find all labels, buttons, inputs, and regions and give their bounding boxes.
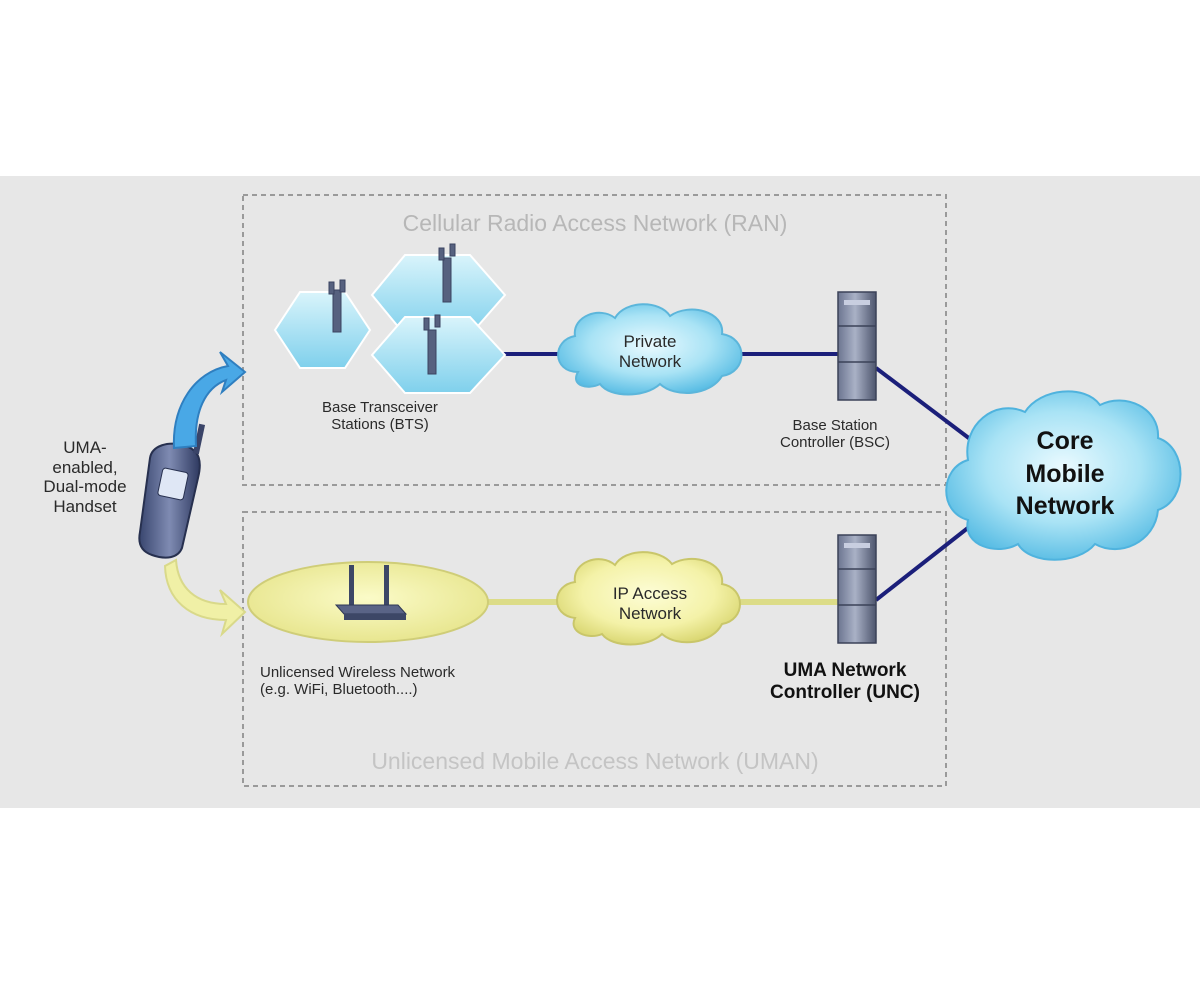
unlicensed-wireless-label: Unlicensed Wireless Network (e.g. WiFi, …	[260, 664, 456, 699]
handset-label: UMA- enabled, Dual-mode Handset	[43, 438, 127, 516]
ip-access-network-cloud	[556, 551, 741, 646]
uman-connection-arrow-icon	[163, 558, 247, 638]
dual-mode-handset-icon	[138, 423, 206, 559]
ran-title: Cellular Radio Access Network (RAN)	[402, 210, 788, 236]
core-mobile-network-cloud	[945, 390, 1182, 561]
unc-label: UMA Network Controller (UNC)	[770, 660, 920, 703]
unc-to-core-link	[874, 518, 980, 602]
ran-region-box	[242, 194, 947, 486]
uman-title: Unlicensed Mobile Access Network (UMAN)	[371, 748, 819, 774]
private-network-label: Private Network	[618, 332, 682, 371]
bts-cells	[273, 254, 507, 394]
cell-tower-icon	[438, 243, 456, 303]
hex-cell	[370, 316, 507, 394]
cell-tower-icon	[328, 279, 346, 333]
ip-access-network-label: IP Access Network	[612, 584, 688, 623]
cell-tower-icon	[423, 314, 441, 375]
uman-region-box	[242, 511, 947, 787]
ran-connection-arrow-icon	[172, 351, 247, 450]
core-mobile-network-label: Core Mobile Network	[1015, 427, 1115, 520]
bts-label: Base Transceiver Stations (BTS)	[322, 399, 438, 434]
wifi-router-icon	[334, 565, 408, 620]
unlicensed-wireless-ellipse	[247, 561, 489, 643]
bsc-to-core-link	[874, 366, 980, 447]
private-network-cloud	[557, 303, 743, 396]
bsc-server-icon	[837, 291, 877, 401]
bsc-label: Base Station Controller (BSC)	[779, 417, 891, 452]
unc-server-icon	[837, 534, 877, 644]
